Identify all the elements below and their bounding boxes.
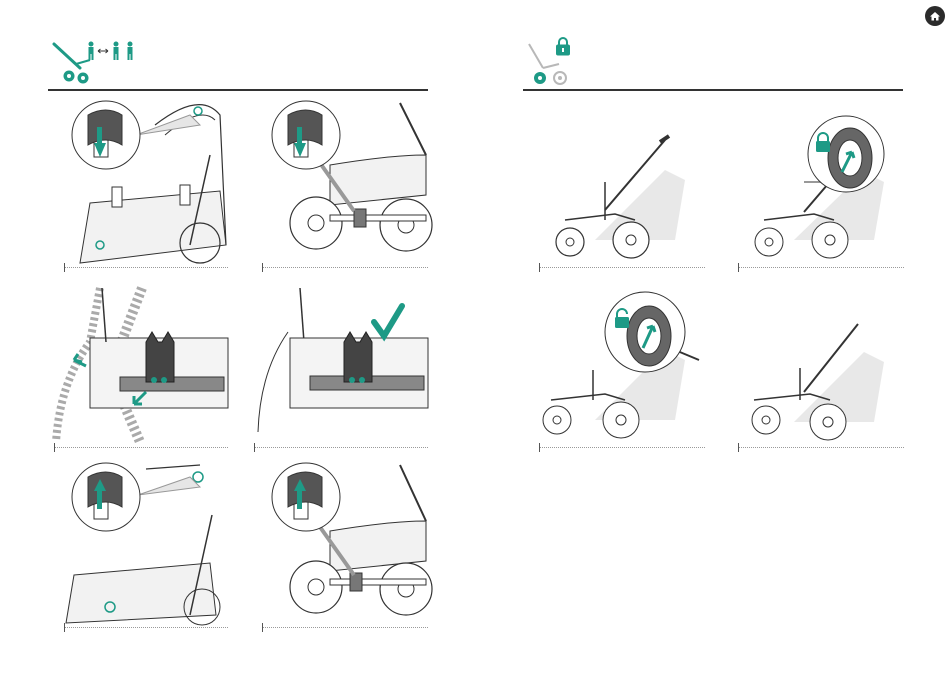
step-illustration	[250, 455, 430, 627]
right-header-rule	[523, 89, 903, 91]
step-illustration	[734, 112, 904, 267]
step-illustration	[535, 290, 705, 447]
step-panel	[535, 290, 705, 447]
step-baseline	[539, 267, 705, 268]
right-header	[523, 36, 903, 90]
step-illustration	[535, 130, 705, 267]
step-panel	[250, 455, 430, 627]
step-panel	[734, 318, 904, 447]
step-illustration	[50, 95, 230, 267]
step-baseline	[64, 267, 228, 268]
left-header-rule	[48, 89, 428, 91]
home-icon	[925, 6, 945, 26]
step-panel	[50, 95, 230, 267]
step-baseline	[262, 267, 428, 268]
step-illustration	[734, 318, 904, 447]
step-illustration	[50, 455, 230, 627]
step-baseline	[254, 447, 428, 448]
step-baseline	[262, 627, 428, 628]
step-panel	[50, 282, 230, 447]
step-illustration	[250, 282, 430, 447]
step-baseline	[64, 627, 228, 628]
child-facing-switch-icon	[86, 40, 138, 64]
step-illustration	[250, 95, 430, 267]
step-panel	[734, 112, 904, 267]
step-illustration	[50, 282, 230, 447]
step-panel	[535, 130, 705, 267]
step-panel	[250, 95, 430, 267]
wheel-lock-icon	[523, 40, 571, 88]
step-baseline	[54, 447, 228, 448]
step-panel	[250, 282, 430, 447]
step-baseline	[539, 447, 705, 448]
step-baseline	[738, 267, 904, 268]
step-baseline	[738, 447, 904, 448]
home-button[interactable]	[925, 6, 945, 26]
step-panel	[50, 455, 230, 627]
left-header	[48, 38, 428, 90]
